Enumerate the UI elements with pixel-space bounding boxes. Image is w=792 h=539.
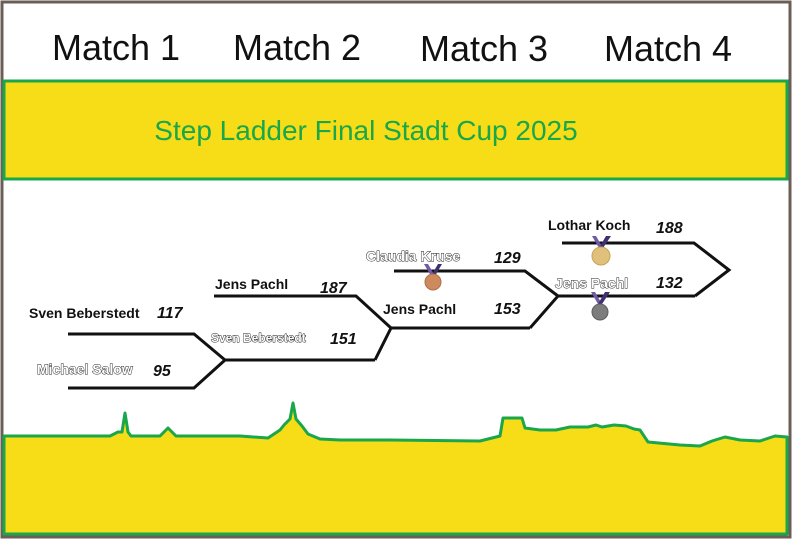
player-score-m1-top: 117 bbox=[157, 305, 184, 322]
bracket-line-match1 bbox=[68, 332, 375, 390]
match-header-2: Match 2 bbox=[233, 27, 361, 68]
title-banner bbox=[2, 79, 789, 181]
bronze-medal-icon bbox=[424, 264, 442, 291]
player-name-m3-top: Claudia Kruse bbox=[366, 248, 460, 264]
match-header-3: Match 3 bbox=[420, 28, 548, 69]
player-name-m2-bottom: Sven Beberstedt bbox=[211, 331, 306, 345]
player-score-m1-bottom: 95 bbox=[153, 363, 172, 380]
player-score-m3-bottom: 153 bbox=[494, 301, 521, 318]
gold-medal-icon bbox=[591, 236, 611, 266]
player-score-m4-bottom: 132 bbox=[656, 275, 683, 292]
page-title: Step Ladder Final Stadt Cup 2025 bbox=[154, 115, 577, 146]
match-header-4: Match 4 bbox=[604, 28, 732, 69]
city-skyline bbox=[2, 401, 789, 536]
bracket-line-match2 bbox=[214, 294, 530, 361]
player-score-m2-top: 187 bbox=[320, 280, 348, 297]
player-name-m4-top: Lothar Koch bbox=[548, 217, 630, 233]
bracket-line-match3 bbox=[394, 269, 695, 329]
match-header-1: Match 1 bbox=[52, 27, 180, 68]
player-score-m3-top: 129 bbox=[494, 250, 521, 267]
silver-medal-icon bbox=[591, 292, 610, 321]
player-name-m4-bottom: Jens Pachl bbox=[555, 275, 628, 291]
player-name-m1-bottom: Michael Salow bbox=[37, 361, 133, 377]
player-name-m2-top: Jens Pachl bbox=[215, 276, 288, 292]
player-name-m3-bottom: Jens Pachl bbox=[383, 301, 456, 317]
bracket-line-match4 bbox=[562, 241, 732, 298]
player-name-m1-top: Sven Beberstedt bbox=[29, 305, 140, 321]
player-score-m4-top: 188 bbox=[656, 220, 683, 237]
player-score-m2-bottom: 151 bbox=[330, 331, 357, 348]
